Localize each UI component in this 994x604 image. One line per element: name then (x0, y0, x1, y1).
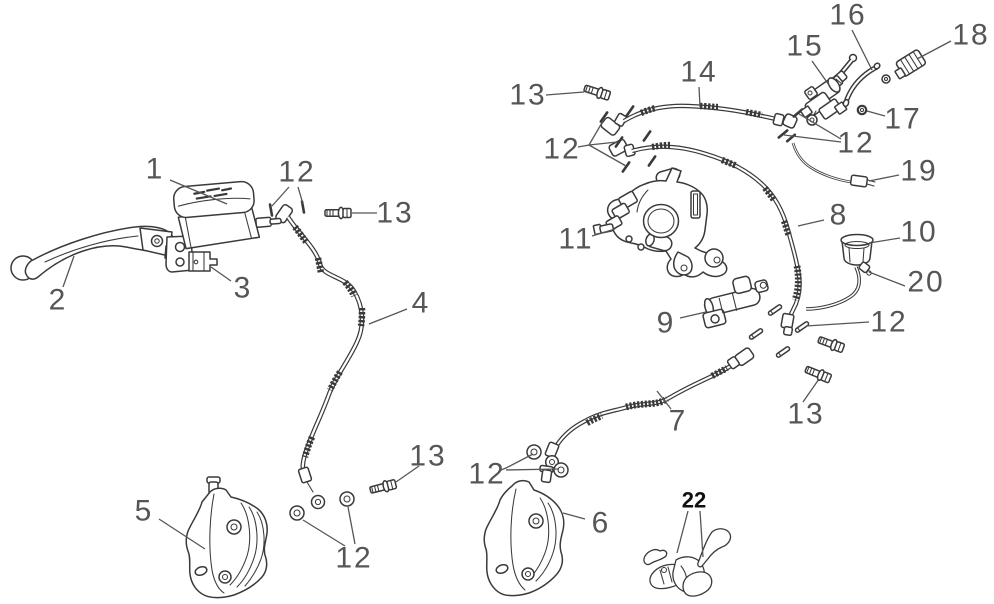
callout-1: 1 (146, 153, 165, 186)
callout-13a: 13 (376, 197, 413, 230)
leader-line-22 (676, 510, 689, 554)
callout-5: 5 (135, 495, 154, 528)
part-8-rear-brake-hose (608, 138, 802, 337)
part-16-tube (842, 62, 881, 108)
leader-line-12c (588, 144, 627, 167)
part-10-reservoir (840, 233, 874, 276)
leader-line-12b (302, 519, 346, 547)
leader-line-16 (851, 29, 873, 71)
leader-line-12f (500, 453, 534, 471)
leader-line-13d (802, 378, 820, 403)
leader-line-19 (868, 174, 900, 182)
leader-line-7 (656, 390, 672, 410)
part-4-front-brake-hose (275, 204, 366, 510)
leader-line-12f (505, 468, 560, 471)
leader-line-22 (699, 510, 704, 558)
part-6-rear-caliper (483, 464, 565, 597)
callout-2: 2 (49, 284, 68, 317)
part-18-connector (894, 49, 927, 80)
leader-line-3 (210, 266, 232, 282)
callout-15: 15 (786, 30, 823, 63)
callout-4: 4 (412, 287, 431, 320)
callout-16: 16 (829, 0, 866, 32)
part-20-reservoir-tube (805, 266, 861, 311)
leader-line-12d (798, 113, 842, 140)
callout-13d: 13 (787, 398, 824, 431)
leader-line-2 (62, 255, 75, 288)
leader-line-5 (158, 518, 206, 550)
part-3-brake-switch (188, 251, 218, 272)
callout-3: 3 (234, 272, 253, 305)
callout-18: 18 (952, 19, 989, 52)
leader-line-12a (297, 186, 304, 205)
leader-line-13c (545, 91, 585, 96)
callout-13b: 13 (409, 440, 446, 473)
parts-artwork (10, 49, 927, 599)
leader-line-12b (347, 506, 356, 545)
leader-line-20 (868, 271, 906, 287)
callout-22: 22 (682, 488, 706, 513)
leader-line-12c (577, 120, 604, 148)
callout-11: 11 (558, 223, 593, 256)
leader-line-8 (797, 219, 825, 227)
callout-14: 14 (680, 56, 717, 89)
leader-line-1 (169, 179, 228, 205)
callout-12b: 12 (335, 542, 372, 575)
callout-10: 10 (900, 216, 937, 249)
callout-8: 8 (830, 199, 849, 232)
callout-12a: 12 (278, 156, 315, 189)
callout-12c: 12 (543, 133, 580, 166)
part-22-brake-pads (643, 528, 732, 597)
leader-line-4 (368, 308, 408, 325)
leader-line-13b (395, 465, 420, 483)
callout-17: 17 (884, 103, 921, 136)
leader-line-6 (562, 512, 586, 520)
leader-line-14 (698, 86, 701, 108)
leader-line-15 (811, 60, 830, 86)
callout-9: 9 (657, 307, 676, 340)
callout-7: 7 (669, 405, 688, 438)
callout-6: 6 (592, 507, 611, 540)
callout-12f: 12 (468, 458, 505, 491)
leader-line-9 (679, 311, 707, 319)
callout-12e: 12 (870, 306, 907, 339)
part-12-clips-center (599, 105, 657, 173)
part-7-lower-hose (544, 347, 755, 470)
leader-line-18 (916, 40, 952, 60)
leader-line-10 (868, 237, 901, 244)
callout-19: 19 (900, 155, 937, 188)
part-5-front-caliper (185, 476, 268, 599)
part-1-front-master-cylinder (165, 180, 282, 273)
callout-13c: 13 (509, 79, 546, 112)
part-19-sensor-wire (785, 133, 876, 188)
part-11-rear-caliper-assembly (592, 167, 728, 278)
leader-line-11 (591, 228, 616, 237)
leader-line-12e (805, 321, 870, 327)
part-12-pad-pins (747, 303, 811, 359)
leader-line-12d (783, 134, 842, 143)
callout-12d: 12 (837, 127, 874, 160)
part-2-brake-lever (10, 225, 181, 281)
leader-line-17 (866, 110, 886, 117)
part-17-seals (856, 74, 891, 116)
part-9-junction (702, 275, 769, 329)
part-15-rear-master-cylinder (800, 53, 858, 126)
leader-line-12a (271, 186, 290, 207)
callout-20: 20 (907, 266, 944, 299)
leader-line-12c (588, 141, 618, 146)
